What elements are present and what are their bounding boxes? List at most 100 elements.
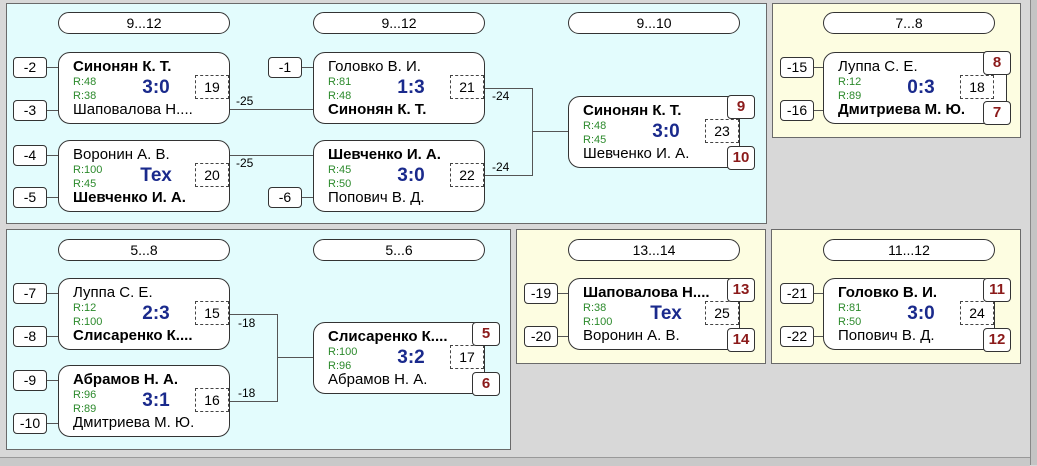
player-name: Головко В. И.: [838, 284, 938, 301]
connector-label: -18: [238, 316, 256, 330]
player-rating: R:50: [838, 316, 862, 328]
match-score: 1:3: [397, 77, 425, 98]
seed-box: -1: [268, 57, 302, 78]
seed-box: -7: [13, 283, 47, 304]
place-badge: 5: [472, 322, 500, 346]
connector-line: [485, 88, 532, 89]
connector-label: -25: [236, 156, 254, 170]
place-badge: 9: [727, 95, 755, 119]
match-card-16[interactable]: Абрамов Н. А. R:96 R:89 3:1 16 Дмитриева…: [58, 365, 230, 437]
player-name: Дмитриева М. Ю.: [73, 414, 195, 431]
place-badge: 10: [727, 146, 755, 170]
match-score: 2:3: [142, 303, 170, 324]
horizontal-scrollbar[interactable]: [0, 457, 1030, 466]
connector-line: [47, 110, 58, 111]
match-score: Тех: [140, 165, 172, 186]
connector-line: [532, 88, 533, 176]
player-rating: R:48: [73, 76, 97, 88]
player-name: Шевченко И. А.: [73, 189, 186, 206]
connector-line: [47, 336, 58, 337]
match-score: Тех: [650, 303, 682, 324]
round-header: 9...12: [313, 12, 485, 34]
player-name: Луппа С. Е.: [73, 284, 153, 301]
match-number: 24: [960, 301, 994, 325]
player-name: Слисаренко К....: [328, 328, 448, 345]
player-rating: R:81: [838, 302, 862, 314]
match-card-24[interactable]: Головко В. И. R:81 R:50 3:0 24 Попович В…: [823, 278, 995, 350]
match-score: 3:1: [142, 390, 170, 411]
seed-box: -19: [524, 283, 558, 304]
match-card-22[interactable]: Шевченко И. А. R:45 R:50 3:0 22 Попович …: [313, 140, 485, 212]
match-score: 3:0: [142, 77, 170, 98]
match-card-19[interactable]: Синонян К. Т. R:48 R:38 3:0 19 Шаповалов…: [58, 52, 230, 124]
player-rating: R:89: [838, 90, 862, 102]
place-badge: 6: [472, 372, 500, 396]
seed-box: -10: [13, 413, 47, 434]
place-badge: 13: [727, 278, 755, 302]
vertical-scrollbar[interactable]: [1030, 0, 1037, 465]
match-card-15[interactable]: Луппа С. Е. R:12 R:100 2:3 15 Слисаренко…: [58, 278, 230, 350]
player-name: Шаповалова Н....: [73, 101, 193, 118]
player-rating: R:96: [73, 389, 97, 401]
player-rating: R:45: [73, 178, 97, 190]
match-number: 19: [195, 75, 229, 99]
match-card-21[interactable]: Головко В. И. R:81 R:48 1:3 21 Синонян К…: [313, 52, 485, 124]
player-rating: R:48: [328, 90, 352, 102]
place-badge: 11: [983, 278, 1011, 302]
player-name: Воронин А. В.: [583, 327, 680, 344]
connector-line: [814, 336, 823, 337]
match-score: 3:0: [907, 303, 935, 324]
player-rating: R:12: [838, 76, 862, 88]
player-name: Шевченко И. А.: [583, 145, 690, 162]
connector-label: -25: [236, 94, 254, 108]
connector-line: [277, 357, 313, 358]
player-name: Абрамов Н. А.: [73, 371, 179, 388]
player-rating: R:89: [73, 403, 97, 415]
match-score: 3:2: [397, 347, 425, 368]
player-rating: R:100: [583, 316, 613, 328]
round-header: 7...8: [823, 12, 995, 34]
place-badge: 7: [983, 101, 1011, 125]
seed-box: -21: [780, 283, 814, 304]
seed-box: -8: [13, 326, 47, 347]
match-card-25[interactable]: Шаповалова Н.... R:38 R:100 Тех 25 Ворон…: [568, 278, 740, 350]
round-header: 11...12: [823, 239, 995, 261]
match-score: 0:3: [907, 77, 935, 98]
place-badge: 14: [727, 328, 755, 352]
connector-line: [302, 67, 313, 68]
match-card-23[interactable]: Синонян К. Т. R:48 R:45 3:0 23 Шевченко …: [568, 96, 740, 168]
connector-line: [230, 109, 313, 110]
connector-label: -24: [492, 160, 510, 174]
match-card-20[interactable]: Воронин А. В. R:100 R:45 Тех 20 Шевченко…: [58, 140, 230, 212]
connector-line: [230, 401, 277, 402]
seed-box: -20: [524, 326, 558, 347]
connector-line: [47, 380, 58, 381]
player-name: Синонян К. Т.: [583, 102, 682, 119]
connector-line: [302, 197, 313, 198]
player-rating: R:96: [328, 360, 352, 372]
player-rating: R:100: [328, 346, 358, 358]
player-rating: R:45: [583, 134, 607, 146]
player-name: Попович В. Д.: [838, 327, 935, 344]
connector-line: [814, 67, 823, 68]
place-badge: 8: [983, 51, 1011, 75]
match-number: 17: [450, 345, 484, 369]
seed-box: -5: [13, 187, 47, 208]
player-rating: R:12: [73, 302, 97, 314]
round-header: 9...10: [568, 12, 740, 34]
match-number: 20: [195, 163, 229, 187]
player-rating: R:48: [583, 120, 607, 132]
player-rating: R:100: [73, 316, 103, 328]
connector-line: [558, 293, 568, 294]
player-rating: R:50: [328, 178, 352, 190]
player-name: Попович В. Д.: [328, 189, 425, 206]
player-rating: R:38: [73, 90, 97, 102]
match-card-17[interactable]: Слисаренко К.... R:100 R:96 3:2 17 Абрам…: [313, 322, 485, 394]
connector-line: [47, 293, 58, 294]
seed-box: -22: [780, 326, 814, 347]
match-number: 15: [195, 301, 229, 325]
connector-line: [532, 131, 568, 132]
connector-label: -18: [238, 386, 256, 400]
match-card-18[interactable]: Луппа С. Е. R:12 R:89 0:3 18 Дмитриева М…: [823, 52, 1007, 124]
seed-box: -9: [13, 370, 47, 391]
